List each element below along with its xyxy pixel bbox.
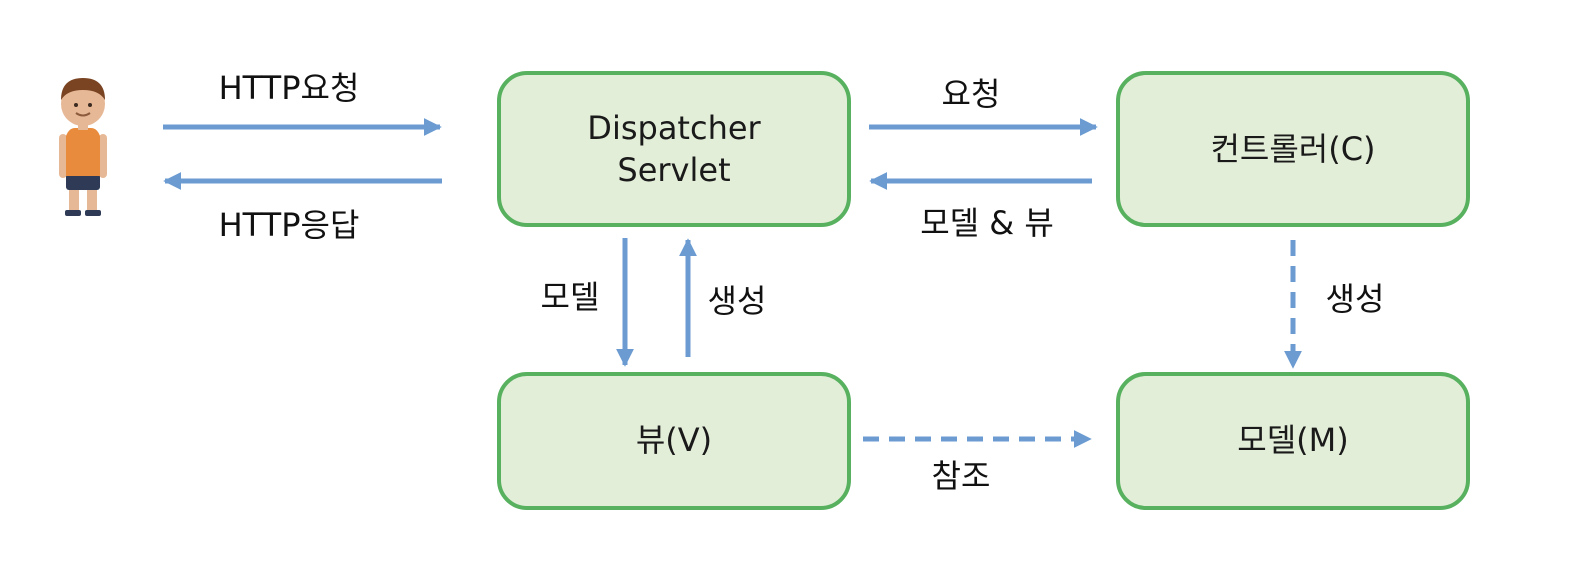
http-response-label: HTTP응답 <box>219 206 360 244</box>
dispatcher-servlet-box: Dispatcher Servlet <box>497 71 851 227</box>
view-box: 뷰(V) <box>497 372 851 510</box>
model-label: 모델(M) <box>1237 421 1348 459</box>
person-icon <box>59 78 107 216</box>
create-view-label: 생성 <box>708 282 767 320</box>
dispatcher-servlet-line1: Dispatcher <box>587 109 761 147</box>
request-label: 요청 <box>942 75 1001 113</box>
model-and-view-label: 모델 & 뷰 <box>920 204 1054 242</box>
controller-box: 컨트롤러(C) <box>1116 71 1470 227</box>
dispatcher-servlet-line2: Servlet <box>617 151 730 189</box>
reference-label: 참조 <box>932 457 991 495</box>
model-to-view-label: 모델 <box>541 278 600 316</box>
create-model-label: 생성 <box>1326 280 1385 318</box>
model-box: 모델(M) <box>1116 372 1470 510</box>
controller-label: 컨트롤러(C) <box>1210 130 1375 168</box>
view-label: 뷰(V) <box>636 421 712 459</box>
http-request-label: HTTP요청 <box>219 69 360 107</box>
